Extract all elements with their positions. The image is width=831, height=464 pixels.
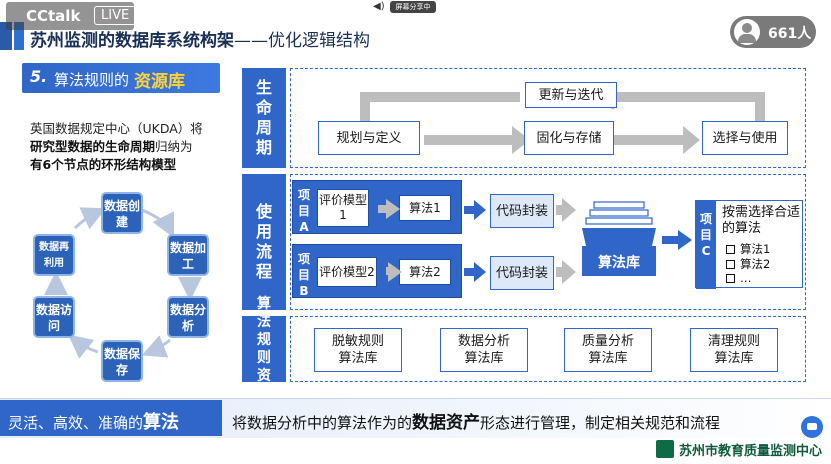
avatar-icon [734,19,760,45]
org-name: 苏州市教育质量监测中心 [679,444,823,459]
cycle-arrow-3 [141,335,171,358]
library-drawer-icon [582,201,656,276]
project-b-label: 项目B [297,252,310,298]
cycle-arrow-1 [141,208,175,239]
cycle-node-create: 数据创建 [101,192,143,234]
section-number: 5. [30,67,48,86]
row-label-lifecycle: 生命周期 [242,68,286,168]
cycle-arrow-6 [73,207,107,230]
cycle-ring [44,207,202,359]
project-b-frame: 项目B 评价模型2 算法2 [292,244,462,298]
section-banner: 5. 算法规则的 资源库 [22,63,220,93]
section-highlight: 资源库 [134,72,185,92]
desc-line-2: 归纳为 [155,139,193,154]
cycle-node-reuse: 数据再利用 [33,234,75,276]
viewer-count: 661人 [768,26,812,42]
resource-analysis: 数据分析算法库 [440,328,528,372]
bottom-right-part-2: 形态进行管理，制定相关规范和流程 [480,414,721,432]
resource-desensitize: 脱敏规则算法库 [314,328,402,372]
choose-item-more: … [726,271,752,285]
cctalk-logo: CCtalk [26,7,81,25]
code-package-a-box: 代码封装 [490,194,554,228]
cycle-node-analyze: 数据分析 [167,296,209,338]
resource-quality: 质量分析算法库 [564,328,652,372]
row-label-usage: 使用流程 [242,174,286,310]
resource-cleanup: 清理规则算法库 [690,328,778,372]
bottom-right-text: 将数据分析中的算法作为的数据资产形态进行管理，制定相关规范和流程 [232,408,720,433]
choose-item-1: 算法1 [726,241,770,257]
slide-title: 苏州监测的数据库系统构架——优化逻辑结构 [30,26,370,51]
select-use-box: 选择与使用 [702,121,788,155]
algo-2-box: 算法2 [399,259,451,285]
project-a-frame: 项目A 评价模型1 算法1 [292,180,462,234]
speaker-icon[interactable]: ◀) [373,1,385,12]
bottom-right-em: 数据资产 [412,413,481,433]
project-a-label: 项目A [297,188,310,234]
screen-share-indicator[interactable]: 屏幕分享中 [390,1,436,13]
choose-item-2: 算法2 [726,256,770,272]
plan-define-box: 规划与定义 [318,121,420,155]
library-label: 算法库 [598,255,640,271]
org-logo-icon [656,440,674,458]
model-1-box: 评价模型1 [317,189,369,227]
project-c-box: 项目C 按需选择合适的算法 算法1 算法2 … [695,200,803,289]
header-bar: 苏州监测的数据库系统构架——优化逻辑结构 CCtalk LIVE ◀) 屏幕分享… [0,0,831,56]
model-2-box: 评价模型2 [317,257,377,287]
desc-line-1: 英国数据规定中心（UKDA）将 [30,121,203,136]
bottom-left-em: 算法 [143,412,180,433]
title-sub: ——优化逻辑结构 [234,31,370,51]
cycle-node-store: 数据保存 [101,340,143,382]
desc-bold-lifecycle: 研究型数据的生命周期 [30,139,156,154]
cctalk-overlay: CCtalk LIVE [6,2,137,30]
viewer-count-pill[interactable]: 661人 [730,16,816,48]
section-text: 算法规则的 [54,71,130,89]
cycle-arrow-4 [67,334,99,359]
row-label-resources: 算法规则资源 [242,296,286,402]
desc-bold-model: 有6个节点的环形结构模型 [30,157,177,172]
title-main: 数据库系统构架 [115,31,234,51]
code-package-b-box: 代码封装 [490,256,554,290]
title-accent-bar-2 [14,22,24,50]
usage-arrows [378,198,692,284]
live-badge: LIVE [94,6,137,25]
update-iterate-box: 更新与迭代 [525,82,617,108]
cycle-node-process: 数据加工 [167,234,209,276]
title-prefix: 苏州监测的 [30,31,115,51]
algo-1-box: 算法1 [399,195,451,221]
solidify-store-box: 固化与存储 [524,121,614,155]
choose-title: 按需选择合适的算法 [722,205,801,236]
description-text: 英国数据规定中心（UKDA）将 研究型数据的生命周期归纳为 有6个节点的环形结构… [30,120,230,174]
bottom-right-part-1: 将数据分析中的算法作为的 [232,414,413,432]
chat-icon[interactable] [801,416,823,438]
project-c-label: 项目C [696,201,716,289]
bottom-left-text: 灵活、高效、准确的 [8,414,144,432]
bottom-left-banner: 灵活、高效、准确的算法 [0,400,222,436]
cycle-node-access: 数据访问 [33,296,75,338]
